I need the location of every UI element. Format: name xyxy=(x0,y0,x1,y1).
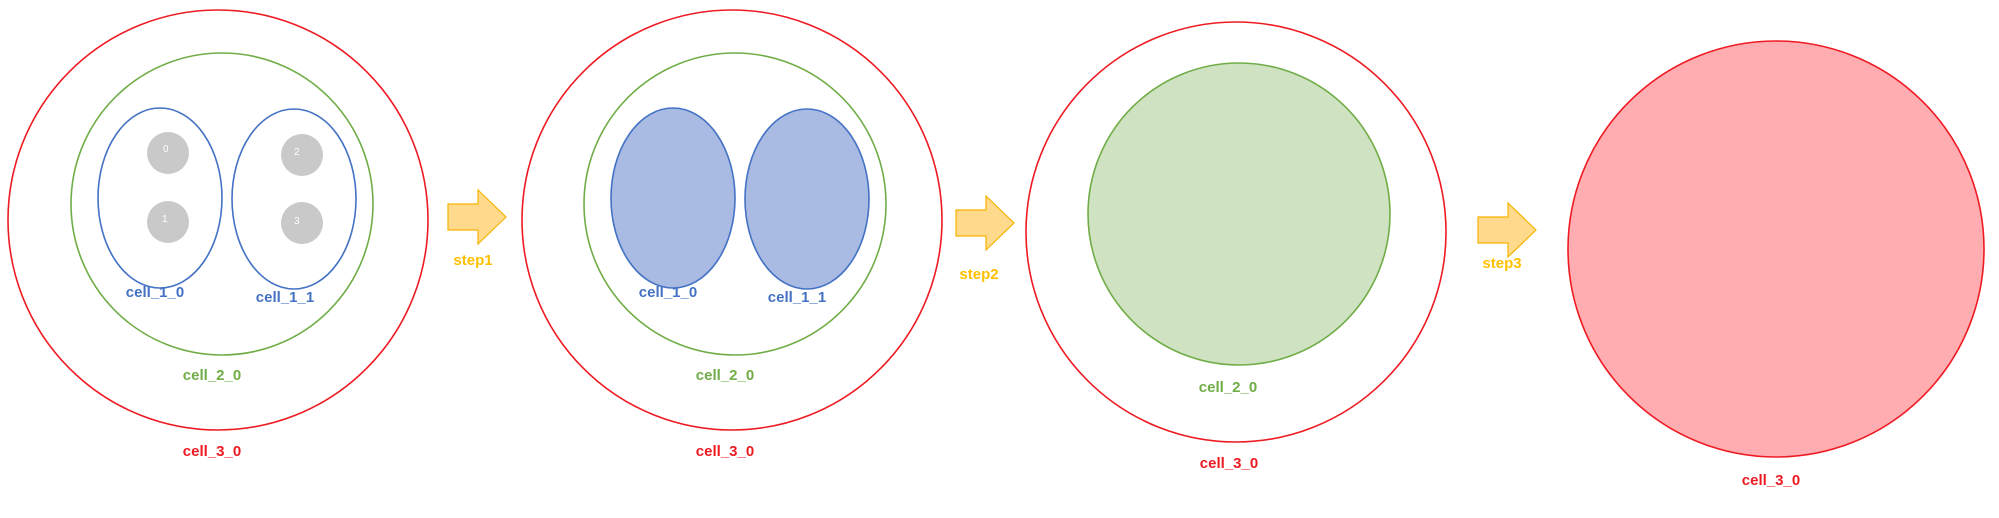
stage-3: cell_2_0 cell_3_0 xyxy=(1025,21,1447,472)
node-0 xyxy=(147,132,189,174)
step1-arrow-icon xyxy=(447,188,507,246)
stage-2: cell_1_0 cell_1_1 cell_2_0 cell_3_0 xyxy=(521,9,943,460)
cell-1-1-label: cell_1_1 xyxy=(256,289,314,306)
cell-2-0-circle xyxy=(583,52,887,356)
cell-3-0-label: cell_3_0 xyxy=(1742,472,1800,489)
node-1-label: 1 xyxy=(162,214,168,225)
step1-arrow-group: step1 xyxy=(447,188,507,269)
cell-3-0-circle xyxy=(7,9,429,431)
cell-1-0-label: cell_1_0 xyxy=(126,284,184,301)
cell-2-0-label: cell_2_0 xyxy=(696,367,754,384)
cell-3-0-label: cell_3_0 xyxy=(1200,455,1258,472)
cell-3-0-label: cell_3_0 xyxy=(183,443,241,460)
step3-label: step3 xyxy=(1482,255,1521,272)
cell-1-1-ellipse xyxy=(744,108,870,290)
cell-2-0-label: cell_2_0 xyxy=(1199,379,1257,396)
node-2-label: 2 xyxy=(294,147,300,158)
node-3-label: 3 xyxy=(294,216,300,227)
cell-1-1-ellipse xyxy=(231,108,357,290)
cell-2-0-circle xyxy=(70,52,374,356)
node-0-label: 0 xyxy=(163,144,169,155)
cell-1-0-label: cell_1_0 xyxy=(639,284,697,301)
step2-label: step2 xyxy=(959,266,998,283)
step1-label: step1 xyxy=(453,252,492,269)
node-1 xyxy=(147,201,189,243)
cell-3-0-circle xyxy=(521,9,943,431)
cell-3-0-circle xyxy=(1567,40,1985,458)
cell-1-0-ellipse xyxy=(610,107,736,289)
cell-1-1-label: cell_1_1 xyxy=(768,289,826,306)
stage-1: 0 1 2 3 cell_1_0 cell_1_1 cell_2_0 cell_… xyxy=(7,9,429,460)
cell-2-0-label: cell_2_0 xyxy=(183,367,241,384)
cell-2-0-circle xyxy=(1087,62,1391,366)
step3-arrow-group: step3 xyxy=(1477,201,1537,272)
cell-1-0-ellipse xyxy=(97,107,223,289)
cell-3-0-circle xyxy=(1025,21,1447,443)
cell-3-0-label: cell_3_0 xyxy=(696,443,754,460)
stage-4: cell_3_0 xyxy=(1567,40,1985,489)
step2-arrow-group: step2 xyxy=(955,194,1015,283)
step2-arrow-icon xyxy=(955,194,1015,252)
step3-arrow-icon xyxy=(1477,201,1537,259)
node-2 xyxy=(281,134,323,176)
node-3 xyxy=(281,202,323,244)
